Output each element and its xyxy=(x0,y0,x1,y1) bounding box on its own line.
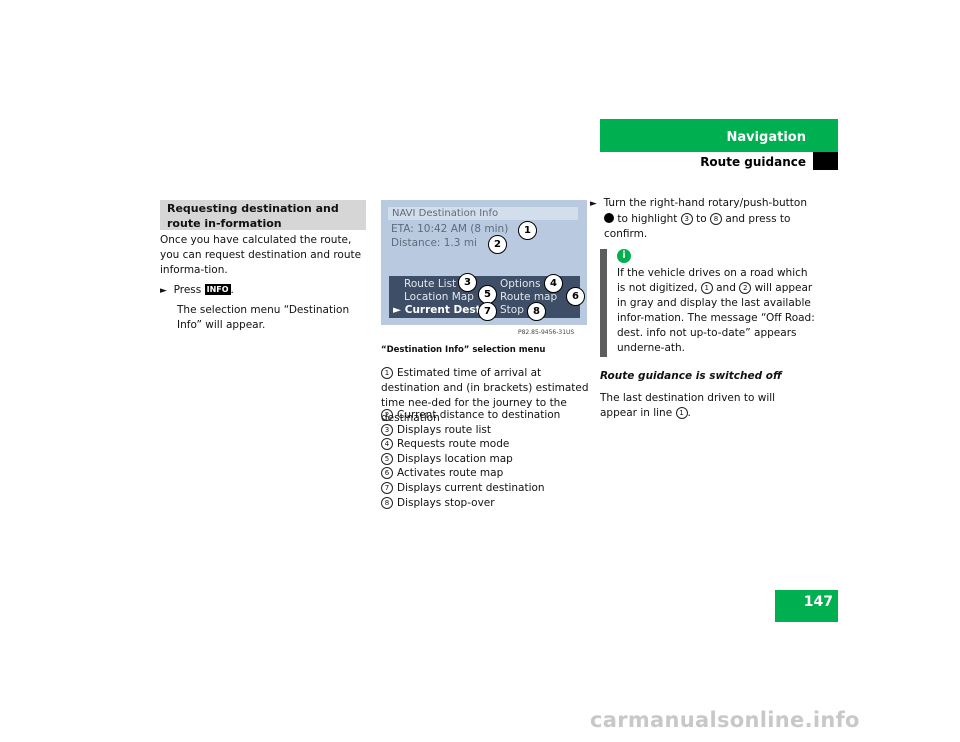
intro-paragraph: Once you have calculated the route, you … xyxy=(160,234,362,276)
rotary-step: ► Turn the right-hand rotary/push-button… xyxy=(590,196,814,242)
rotary-button-icon xyxy=(604,213,614,223)
note-and: and xyxy=(716,282,736,294)
screen-title: NAVI Destination Info xyxy=(392,208,499,219)
body-text: The last destination driven to will appe… xyxy=(600,392,776,419)
callout-7: 7 xyxy=(478,302,497,321)
screen-distance: Distance: 1.3 mi xyxy=(391,237,477,249)
chapter-title: Navigation xyxy=(726,130,806,145)
legend-number: 2 xyxy=(381,409,393,421)
section-heading-box xyxy=(160,200,366,230)
legend-item: 8 Displays stop-over xyxy=(381,496,591,511)
legend-item: 5 Displays location map xyxy=(381,452,591,467)
note-text-a: If the vehicle drives on a road which is… xyxy=(617,267,808,294)
body-end: . xyxy=(687,407,691,419)
legend-text: Estimated time of arrival at destination… xyxy=(381,367,589,424)
step-text-b: to highlight xyxy=(617,213,678,225)
note-number-2: 2 xyxy=(739,282,752,294)
legend-number: 5 xyxy=(381,453,393,465)
callout-4: 4 xyxy=(544,274,563,293)
menu-route-list: Route List xyxy=(404,278,457,290)
section-title: Route guidance xyxy=(700,155,806,169)
press-suffix: . xyxy=(230,284,234,296)
screen-eta: ETA: 10:42 AM (8 min) xyxy=(391,223,509,235)
legend-item: 6 Activates route map xyxy=(381,466,591,481)
note-text-b: will appear in gray and display the last… xyxy=(617,282,815,354)
menu-current-destn-label: Current Destn xyxy=(404,304,489,316)
menu-route-map: Route map xyxy=(500,291,558,303)
step-number-from: 3 xyxy=(680,213,693,225)
info-key-icon: INFO xyxy=(204,284,231,295)
legend-text: Activates route map xyxy=(397,467,504,479)
step-to-word: to xyxy=(696,213,707,225)
callout-2: 2 xyxy=(488,235,507,254)
press-prefix: Press xyxy=(173,284,202,296)
legend-number: 3 xyxy=(381,424,393,436)
menu-current-destn: ► Current Destn xyxy=(393,304,488,317)
note-text: If the vehicle drives on a road which is… xyxy=(617,266,817,356)
step-number-to: 8 xyxy=(709,213,722,225)
callout-6: 6 xyxy=(566,287,585,306)
figure-code: P82.85-9456-31US xyxy=(518,329,575,336)
legend-text: Displays location map xyxy=(397,453,513,465)
legend-text: Current distance to destination xyxy=(397,409,561,421)
page-number-box xyxy=(775,590,838,622)
legend-text: Displays stop-over xyxy=(397,497,495,509)
menu-location-map: Location Map xyxy=(404,291,474,303)
legend-text: Displays current destination xyxy=(397,482,545,494)
bullet-arrow-icon: ► xyxy=(160,286,167,296)
legend-item: 7 Displays current destination xyxy=(381,481,591,496)
bullet-arrow-icon: ► xyxy=(590,199,597,209)
result-paragraph: The selection menu “Destination Info” wi… xyxy=(177,304,350,331)
step-text-c: and press to confirm. xyxy=(604,213,791,240)
subheading: Route guidance is switched off xyxy=(600,370,782,382)
legend-item: 3 Displays route list xyxy=(381,423,591,438)
legend-text: Requests route mode xyxy=(397,438,510,450)
menu-stop: Stop xyxy=(500,304,524,316)
legend-text: Displays route list xyxy=(397,424,492,436)
note-bar xyxy=(600,249,607,357)
callout-1: 1 xyxy=(518,221,537,240)
callout-3: 3 xyxy=(458,273,477,292)
press-step: ► Press INFO. xyxy=(160,283,370,299)
header-marker xyxy=(813,152,838,170)
legend-item: 2 Current distance to destination xyxy=(381,408,591,423)
switched-off-paragraph: The last destination driven to will appe… xyxy=(600,391,815,421)
page-number: 147 xyxy=(803,594,833,610)
legend-number: 7 xyxy=(381,482,393,494)
legend-number: 6 xyxy=(381,467,393,479)
note-number-1: 1 xyxy=(700,282,713,294)
legend-number: 1 xyxy=(381,367,393,379)
header-band xyxy=(600,119,838,152)
legend-item: 4 Requests route mode xyxy=(381,437,591,452)
legend-number: 4 xyxy=(381,438,393,450)
section-heading: Requesting destination and route in-form… xyxy=(167,202,339,230)
watermark: carmanualsonline.info xyxy=(590,708,860,732)
figure-caption: “Destination Info” selection menu xyxy=(381,345,546,355)
menu-options: Options xyxy=(500,278,541,290)
selection-arrow-icon: ► xyxy=(393,304,402,316)
legend-number: 8 xyxy=(381,497,393,509)
screen-title-bar xyxy=(388,207,578,220)
body-number-1: 1 xyxy=(675,407,688,419)
step-text-a: Turn the right-hand rotary/push-button xyxy=(603,197,807,209)
callout-8: 8 xyxy=(527,302,546,321)
info-icon: i xyxy=(617,249,631,263)
